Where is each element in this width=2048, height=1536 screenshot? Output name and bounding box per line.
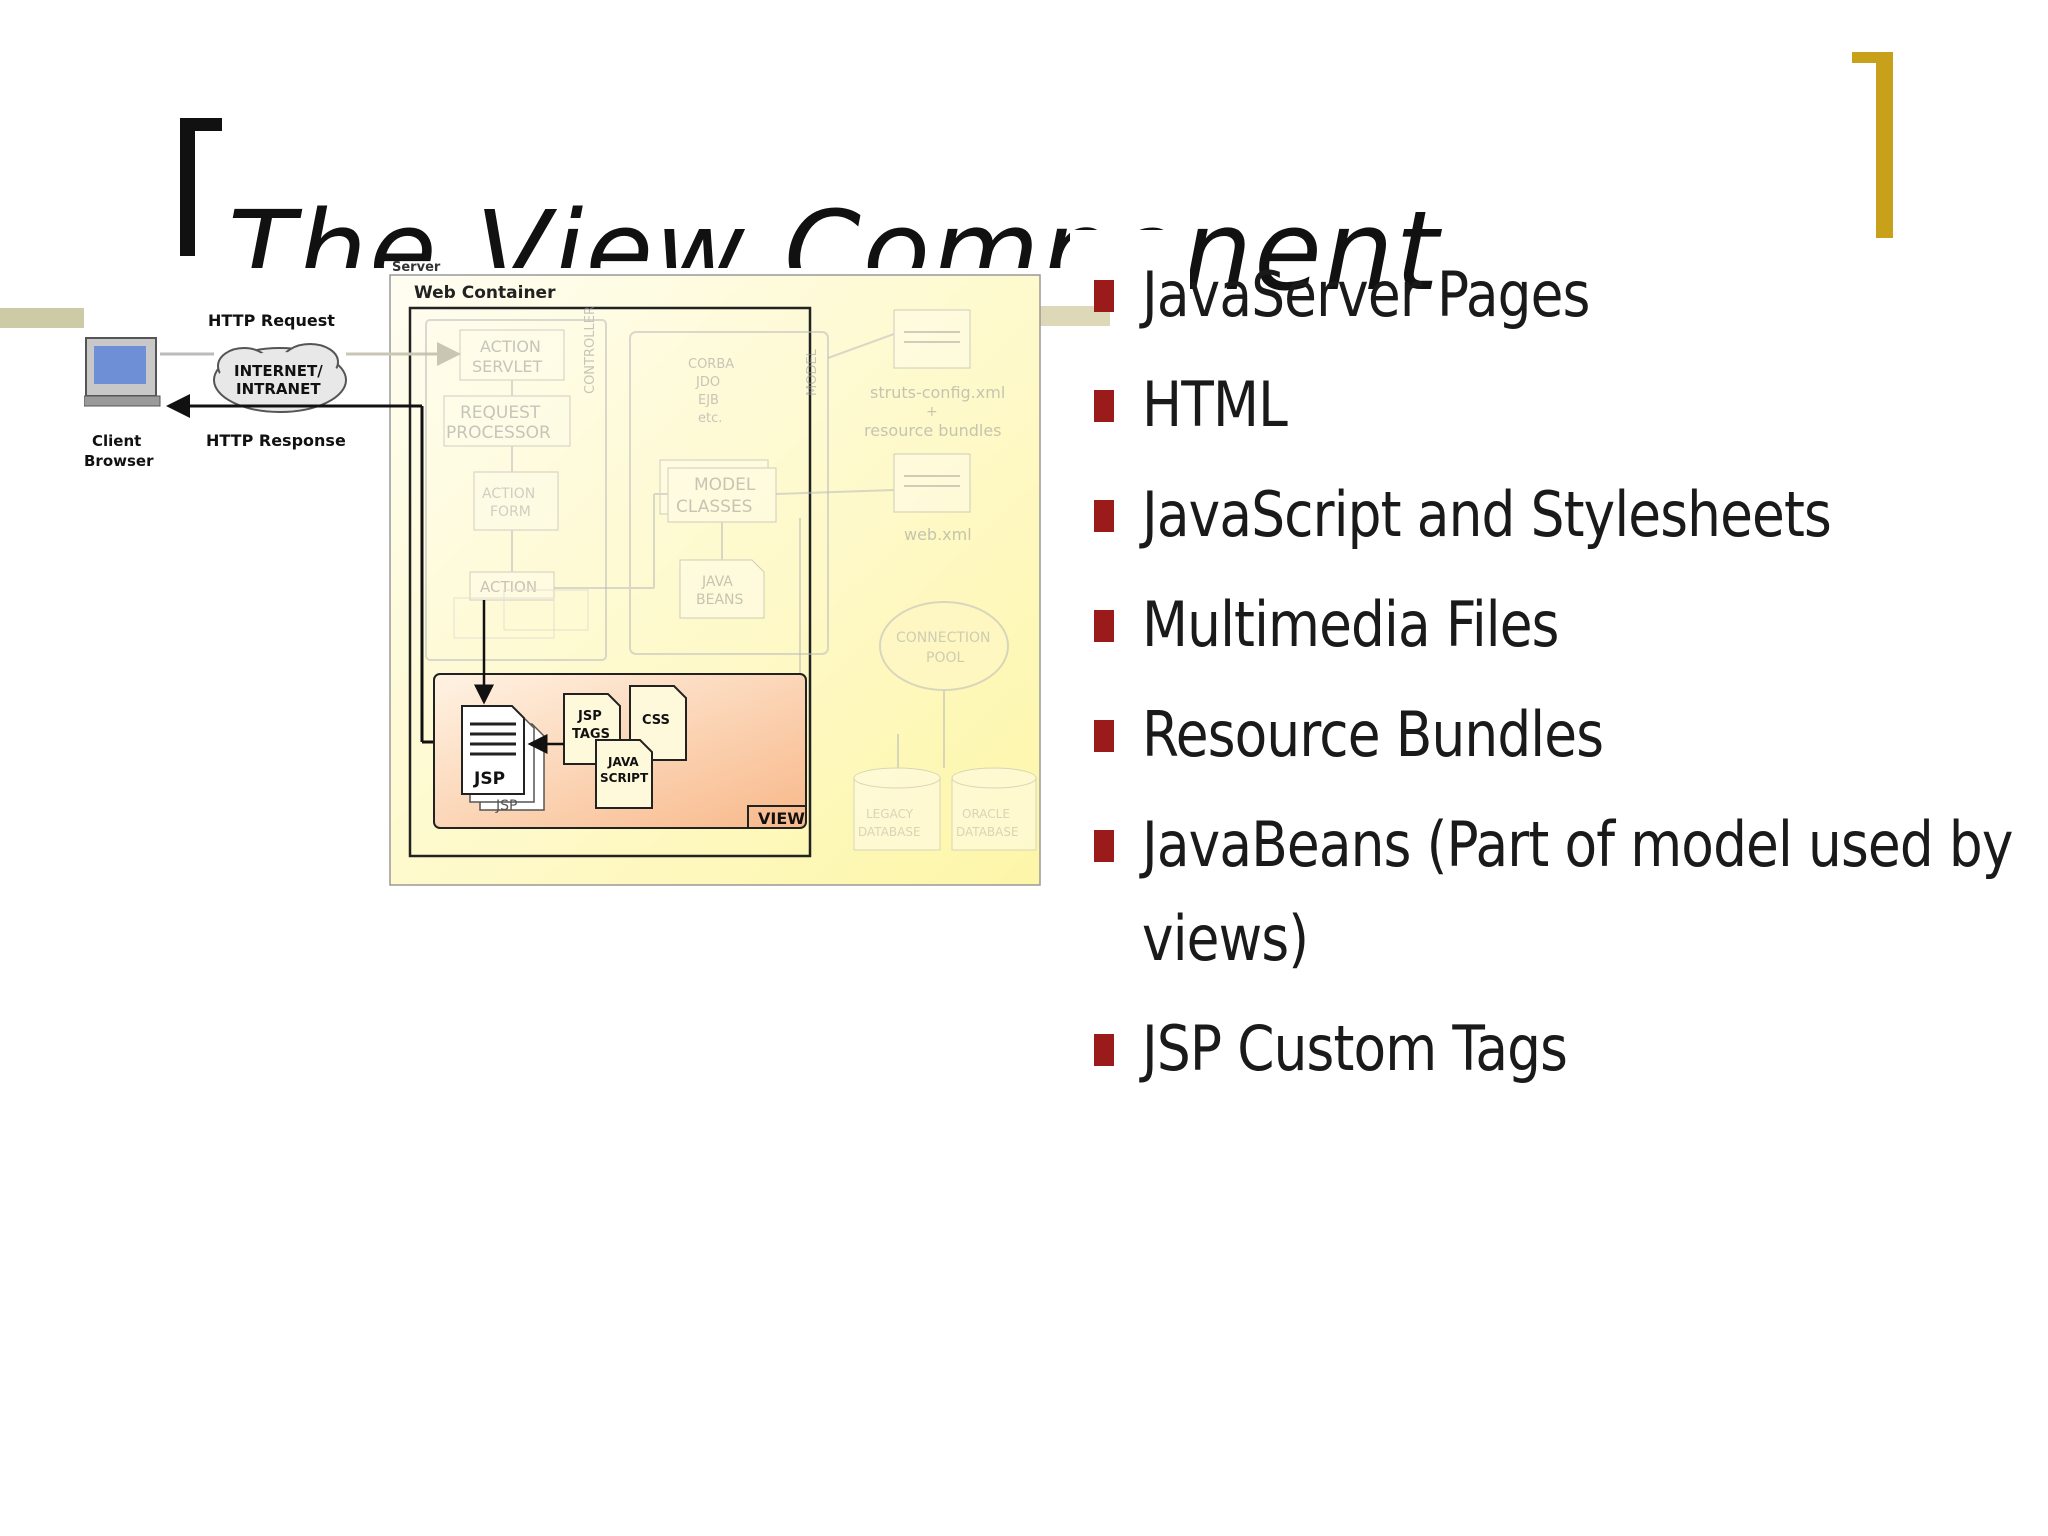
java-beans-doc (679, 559, 765, 619)
right-bracket-decoration (1876, 52, 1893, 238)
svg-text:resource bundles: resource bundles (864, 421, 1002, 440)
model-label: MODEL (805, 348, 820, 396)
svg-text:ORACLE: ORACLE (962, 807, 1010, 821)
legacy-database-icon (853, 767, 941, 851)
title-overlap-area-2 (1070, 230, 1190, 370)
jsp-label: JSP (473, 769, 505, 789)
svg-text:CSS: CSS (642, 713, 670, 728)
connection-pool-cloud (879, 601, 1009, 691)
controller-region (425, 319, 607, 661)
http-request-label: HTTP Request (208, 311, 335, 330)
svg-text:POOL: POOL (926, 650, 964, 666)
svg-text:etc.: etc. (698, 411, 722, 426)
bullet-square-icon (1094, 390, 1114, 422)
bullet-item-resource-bundles: Resource Bundles (1092, 688, 2048, 782)
svg-text:ACTION: ACTION (480, 337, 541, 356)
controller-label: CONTROLLER (583, 306, 598, 394)
svg-text:JSP: JSP (577, 709, 602, 724)
client-label-line1: Client (92, 432, 141, 450)
view-label: VIEW (758, 809, 805, 828)
svg-text:struts-config.xml: struts-config.xml (870, 383, 1005, 402)
left-bracket-cap (180, 118, 222, 131)
server-label: Server (392, 260, 441, 275)
client-browser-icon (84, 337, 161, 407)
bullet-square-icon (1094, 500, 1114, 532)
javascript-doc (595, 739, 653, 809)
svg-text:+: + (926, 404, 938, 420)
bullet-item-custom-tags: JSP Custom Tags (1092, 1002, 2048, 1096)
oracle-database-icon (951, 767, 1037, 851)
svg-text:REQUEST: REQUEST (460, 403, 541, 423)
action-form-box (473, 471, 559, 531)
svg-text:CLASSES: CLASSES (676, 497, 752, 517)
svg-text:TAGS: TAGS (572, 727, 610, 742)
svg-text:DATABASE: DATABASE (858, 825, 921, 839)
internet-label-line2: INTRANET (236, 380, 321, 398)
bullet-square-icon (1094, 720, 1114, 752)
internet-cloud-icon (213, 343, 347, 413)
svg-text:EJB: EJB (698, 393, 719, 408)
svg-text:MODEL: MODEL (694, 475, 756, 495)
svg-text:BEANS: BEANS (696, 592, 744, 608)
model-classes-box (667, 467, 777, 523)
struts-architecture-diagram: Server Web Container Client Browser INTE… (84, 260, 1041, 886)
svg-text:FORM: FORM (490, 504, 531, 520)
svg-text:CONNECTION: CONNECTION (896, 630, 991, 646)
svg-text:JAVA: JAVA (607, 755, 639, 769)
svg-text:PROCESSOR: PROCESSOR (446, 423, 551, 443)
bullet-item-multimedia: Multimedia Files (1092, 578, 2048, 672)
bullet-square-icon (1094, 610, 1114, 642)
bullet-square-icon (1094, 1034, 1114, 1066)
action-box (469, 571, 555, 601)
jsp-label-2: JSP (495, 798, 517, 814)
svg-text:DATABASE: DATABASE (956, 825, 1019, 839)
svg-text:web.xml: web.xml (904, 525, 972, 544)
svg-text:LEGACY: LEGACY (866, 807, 914, 821)
svg-text:CORBA: CORBA (688, 357, 734, 372)
http-response-label: HTTP Response (206, 431, 346, 450)
web-xml-doc (893, 453, 971, 513)
client-label-line2: Browser (84, 452, 154, 470)
right-bracket-cap (1852, 52, 1893, 63)
svg-text:ACTION: ACTION (480, 578, 537, 596)
bullet-item-javabeans: JavaBeans (Part of model used by views) (1092, 798, 2048, 986)
bullet-square-icon (1094, 830, 1114, 862)
title-rule-left (0, 308, 84, 328)
svg-text:ACTION: ACTION (482, 486, 535, 502)
svg-text:JDO: JDO (695, 375, 720, 390)
left-bracket-decoration (180, 118, 195, 256)
svg-text:JAVA: JAVA (701, 574, 733, 590)
bullet-item-html: HTML (1092, 358, 2048, 452)
web-container-label: Web Container (414, 283, 556, 303)
svg-text:SCRIPT: SCRIPT (600, 771, 649, 785)
bullet-item-javascript: JavaScript and Stylesheets (1092, 468, 2048, 562)
web-container (408, 306, 812, 858)
internet-label-line1: INTERNET/ (234, 362, 323, 380)
request-processor-box (443, 395, 571, 447)
action-servlet-box (459, 329, 565, 381)
bullet-square-icon (1094, 280, 1114, 312)
bullet-list: JavaServer Pages HTML JavaScript and Sty… (1092, 248, 2048, 1096)
struts-config-doc (893, 309, 971, 369)
bullet-item-jsp: JavaServer Pages (1092, 248, 2048, 342)
svg-text:SERVLET: SERVLET (472, 357, 542, 376)
